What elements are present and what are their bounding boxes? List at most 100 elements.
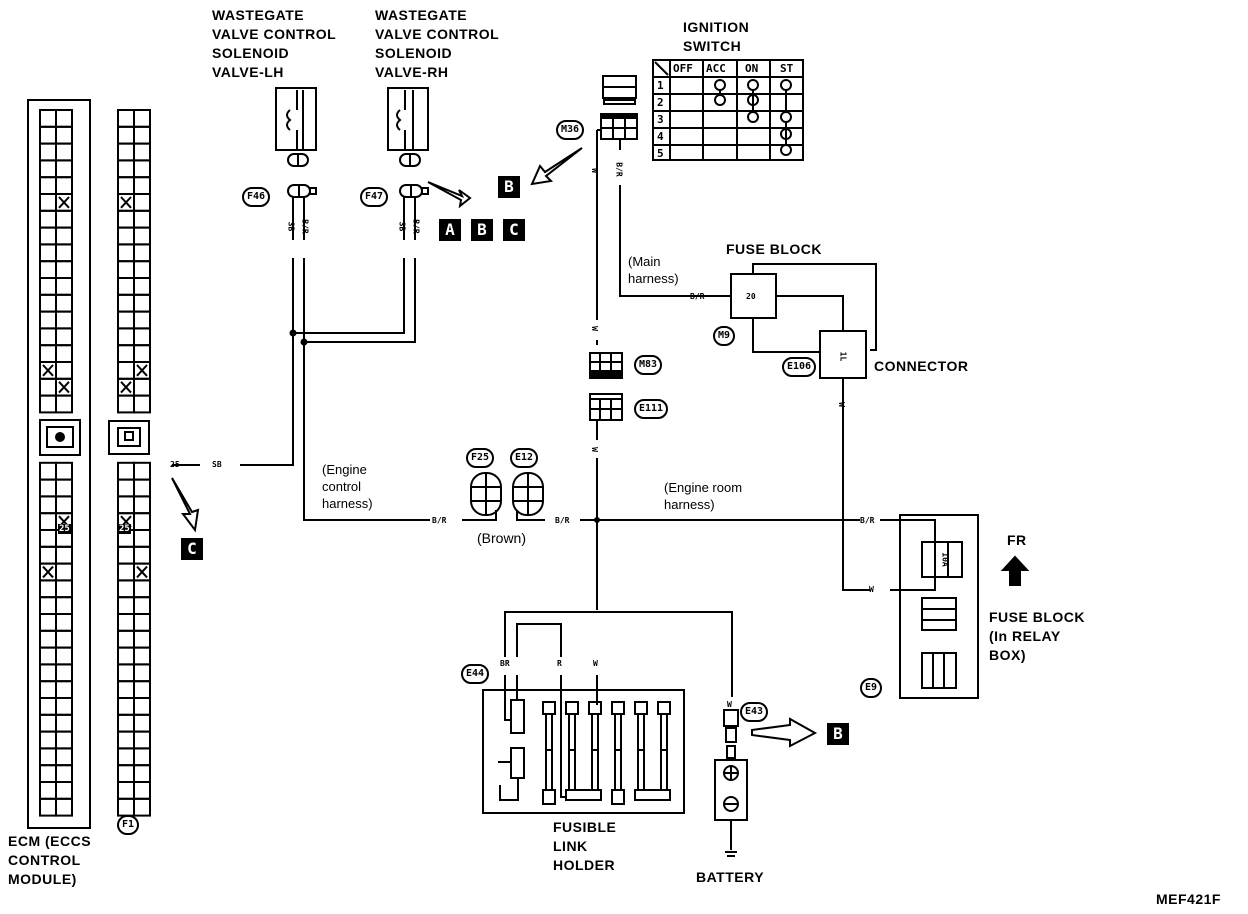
terminal-cell — [117, 361, 135, 380]
fuse-block-label: FUSE BLOCK — [726, 241, 822, 257]
terminal-cell — [39, 545, 57, 565]
fusible-link — [568, 714, 576, 790]
terminal-cell — [55, 327, 73, 347]
ecm-terminal-grid — [39, 109, 73, 817]
terminal-cell — [133, 512, 151, 532]
connector-pin-label: 1L — [838, 351, 848, 362]
connector-f25: F25 — [466, 448, 495, 468]
wire-w-battery: W — [727, 700, 732, 709]
terminal-cell — [117, 495, 135, 515]
view-ref-c[interactable]: C — [503, 219, 525, 241]
view-ref-b[interactable]: B — [471, 219, 493, 241]
terminal-cell — [39, 125, 57, 145]
ignition-switch-label: IGNITION SWITCH — [683, 19, 750, 54]
view-ref-b-ignition[interactable]: B — [498, 176, 520, 198]
terminal-cell — [39, 394, 57, 414]
wastegate-rh-body — [387, 87, 429, 151]
ign-col-on: ON — [745, 62, 759, 75]
fusible-link-terminal — [542, 701, 556, 715]
connector-m9: M9 — [713, 326, 736, 346]
ign-row-2: 2 — [657, 96, 664, 109]
terminal-cell — [133, 713, 151, 733]
fusible-link-terminal — [611, 701, 625, 715]
ign-col-off: OFF — [673, 62, 693, 75]
terminal-cell — [117, 579, 135, 599]
terminal-cell — [39, 193, 57, 212]
view-ref-a[interactable]: A — [439, 219, 461, 241]
ign-row-3: 3 — [657, 113, 664, 126]
terminal-cell — [133, 260, 151, 280]
terminal-cell — [117, 159, 135, 179]
view-ref-c-ecm[interactable]: C — [181, 538, 203, 560]
terminal-cell — [117, 243, 135, 263]
terminal-cell — [133, 344, 151, 364]
wire-br-engine-control: B/R — [432, 516, 447, 525]
wire-w-m36: W — [589, 168, 599, 173]
fusible-link-terminal — [657, 701, 671, 715]
wire-br-m36: B/R — [614, 162, 624, 177]
terminal-cell — [133, 781, 151, 800]
ecm-pin-25-marker: 25 — [58, 524, 71, 534]
terminal-cell — [133, 697, 151, 716]
fusible-link-holder-label: FUSIBLE LINK HOLDER — [553, 819, 617, 873]
terminal-cell — [39, 293, 57, 313]
wire-br-f46: B/R — [300, 219, 310, 234]
connector-e111: E111 — [634, 399, 669, 419]
wire-r-e44: R — [557, 659, 562, 668]
terminal-cell — [133, 495, 151, 515]
terminal-cell — [117, 394, 135, 414]
terminal-cell — [117, 781, 135, 800]
terminal-cell — [55, 797, 73, 817]
unused-terminal-mark — [136, 364, 148, 377]
terminal-cell — [55, 109, 73, 128]
terminal-cell — [39, 344, 57, 364]
terminal-cell — [117, 109, 135, 128]
terminal-cell — [55, 142, 73, 162]
wire-br-engine-room: B/R — [555, 516, 570, 525]
terminal-cell — [133, 730, 151, 750]
fusible-link — [545, 714, 553, 790]
wire-w-e111: W — [589, 447, 599, 452]
terminal-cell — [133, 109, 151, 128]
terminal-cell — [55, 730, 73, 750]
terminal-cell — [117, 327, 135, 347]
terminal-cell — [39, 613, 57, 632]
wire-w-e106: W — [836, 402, 846, 407]
terminal-cell — [133, 310, 151, 330]
fuse-20-label: 20 — [746, 292, 756, 301]
terminal-cell — [39, 646, 57, 666]
terminal-cell — [39, 461, 57, 481]
terminal-cell — [117, 596, 135, 616]
f1-pin-25-marker: 25 — [118, 524, 131, 534]
terminal-cell — [133, 209, 151, 229]
connector-f47: F47 — [360, 187, 389, 207]
terminal-cell — [133, 377, 151, 397]
fusible-link-base — [611, 789, 625, 805]
terminal-cell — [39, 713, 57, 733]
ign-row-5: 5 — [657, 147, 664, 160]
relay-fuse-label: 10A — [940, 552, 950, 567]
unused-terminal-mark — [42, 565, 54, 579]
terminal-cell — [133, 663, 151, 683]
battery-label: BATTERY — [696, 869, 765, 885]
terminal-cell — [39, 764, 57, 784]
view-ref-b-battery[interactable]: B — [827, 723, 849, 745]
fusible-link-terminal — [634, 701, 648, 715]
terminal-cell — [117, 697, 135, 716]
terminal-cell — [55, 545, 73, 565]
connector-m83: M83 — [634, 355, 663, 375]
terminal-cell — [39, 226, 57, 246]
terminal-cell — [55, 394, 73, 414]
wastegate-lh-label: WASTEGATE VALVE CONTROL SOLENOID VALVE-L… — [212, 7, 337, 80]
wire-w-relay: W — [869, 585, 874, 594]
terminal-cell — [133, 529, 151, 548]
fusible-link-holder-box — [482, 689, 685, 814]
terminal-cell — [133, 243, 151, 263]
terminal-cell — [39, 260, 57, 280]
terminal-cell — [55, 293, 73, 313]
engine-room-harness-label: (Engine room harness) — [664, 480, 743, 512]
terminal-cell — [55, 713, 73, 733]
terminal-cell — [117, 209, 135, 229]
terminal-cell — [133, 327, 151, 347]
